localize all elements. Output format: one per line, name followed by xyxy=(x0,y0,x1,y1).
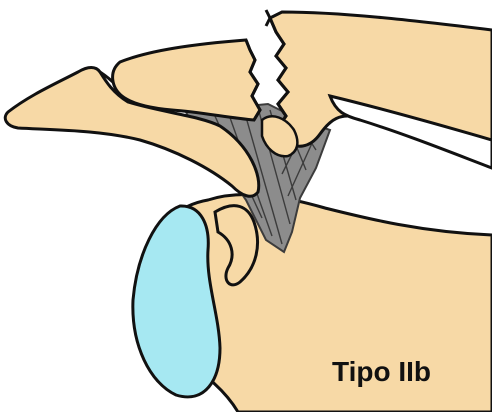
type-caption: Tipo IIb xyxy=(332,356,431,388)
glenoid-fossa xyxy=(133,206,220,397)
fracture-fragment-top xyxy=(266,10,270,26)
